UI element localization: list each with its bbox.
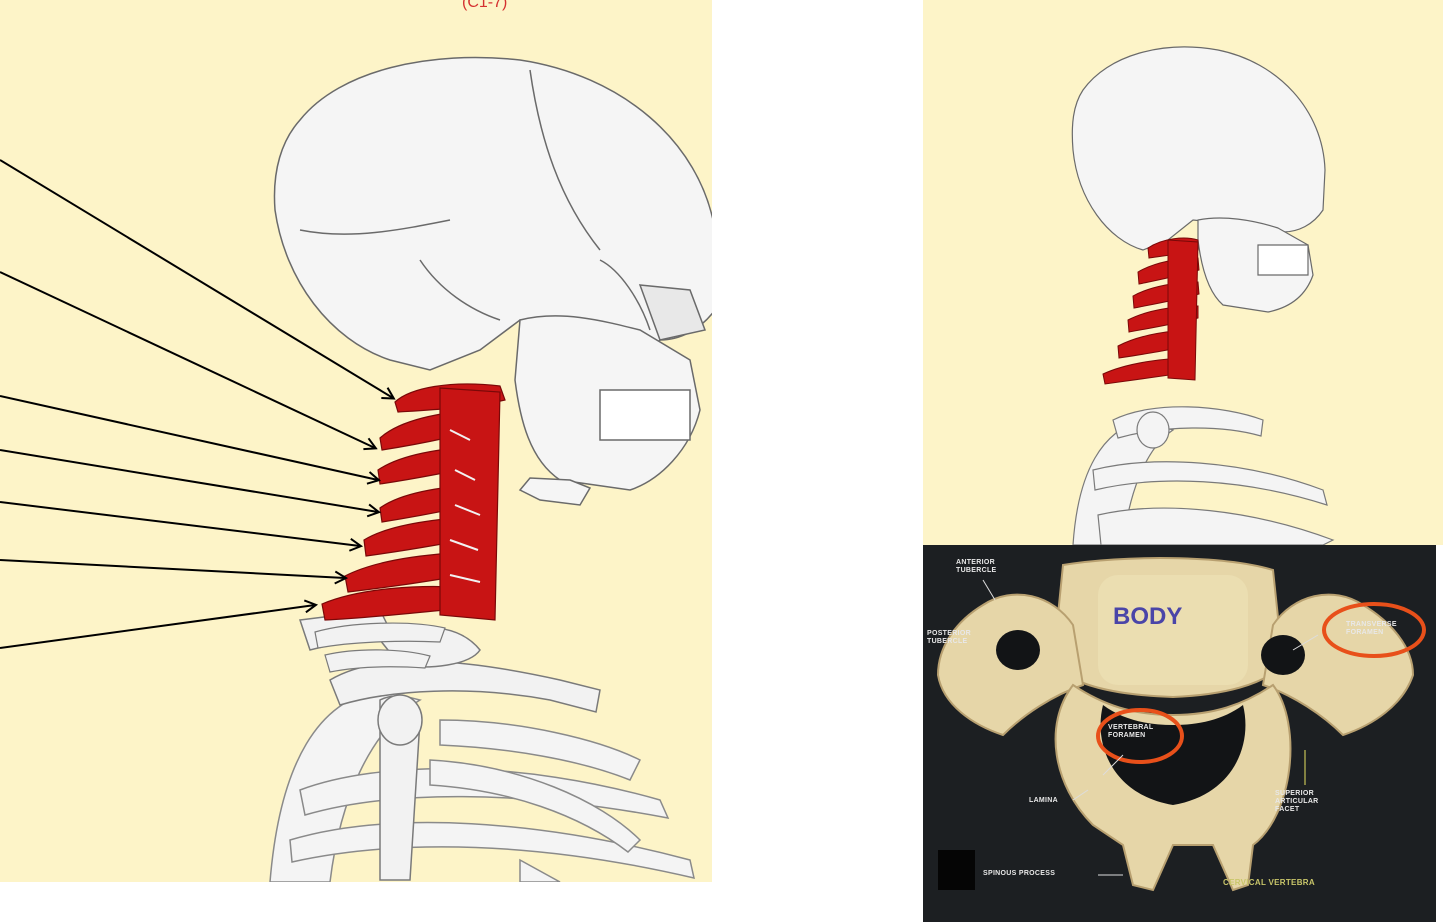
arrow-c3 (0, 396, 378, 480)
side-skeleton-panel (923, 0, 1443, 545)
rib-cage (270, 690, 694, 882)
cervical-vertebrae (322, 384, 505, 620)
arrow-c5 (0, 502, 360, 546)
arrow-c4 (0, 450, 378, 512)
skeleton-illustration (0, 0, 712, 882)
vertebra-photo-illustration (923, 545, 1436, 922)
spinal-column (440, 388, 500, 620)
side-skeleton-illustration (923, 0, 1443, 545)
label-superior-articular-facet: SUPERIOR ARTICULAR FACET (1275, 790, 1319, 814)
main-skeleton-panel: (C1-7) (0, 0, 712, 882)
label-body: BODY (1113, 603, 1182, 631)
side-rib-cage (1073, 407, 1333, 545)
label-lamina: LAMINA (1029, 797, 1058, 805)
arrow-c6 (0, 560, 345, 578)
side-skull (1072, 47, 1325, 312)
cervical-vertebra-photo: BODY ANTERIOR TUBERCLE POSTERIOR TUBERCL… (923, 545, 1436, 922)
caption-cervical-vertebra: CERVICAL VERTEBRA (1223, 879, 1315, 887)
label-transverse-foramen: TRANSVERSE FORAMEN (1346, 621, 1397, 637)
arrow-c7 (0, 605, 315, 648)
label-posterior-tubercle: POSTERIOR TUBERCLE (927, 630, 971, 646)
label-spinous-process: SPINOUS PROCESS (983, 870, 1055, 878)
black-square (938, 850, 975, 890)
label-anterior-tubercle: ANTERIOR TUBERCLE (956, 559, 997, 575)
label-vertebral-foramen: VERTEBRAL FORAMEN (1108, 724, 1153, 740)
side-cervical-vertebrae (1103, 238, 1199, 384)
